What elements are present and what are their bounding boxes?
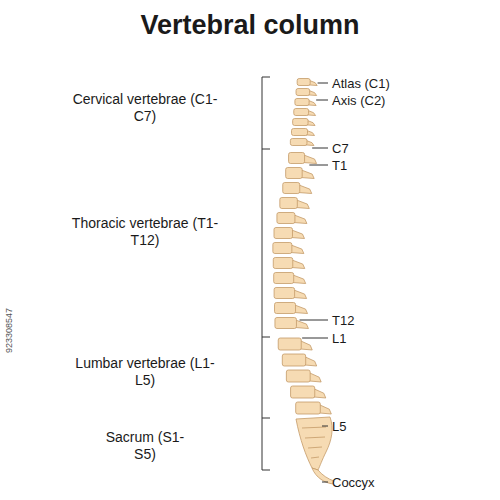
vertebral-body xyxy=(278,338,301,350)
vertebra-label: T12 xyxy=(332,313,354,328)
region-label: Sacrum (S1-S5) xyxy=(105,429,185,464)
region-label: Lumbar vertebrae (L1-L5) xyxy=(70,355,220,390)
bracket-tick xyxy=(262,418,270,419)
vertebra-label: Atlas (C1) xyxy=(332,76,390,91)
sacral-foramina xyxy=(302,427,326,458)
vertebral-body xyxy=(296,89,310,96)
vertebral-body xyxy=(286,370,310,382)
leader-line xyxy=(322,426,328,427)
leader-line xyxy=(318,83,328,84)
bracket-tick xyxy=(262,337,270,338)
vertebral-body xyxy=(274,273,294,284)
bracket-tick xyxy=(262,77,270,78)
vertebral-body xyxy=(277,213,295,224)
vertebral-body xyxy=(296,402,321,414)
vertebral-body xyxy=(282,354,305,366)
region-label: Cervical vertebrae (C1-C7) xyxy=(70,91,220,126)
vertebral-body xyxy=(273,243,292,254)
vertebral-body xyxy=(286,168,303,179)
leader-line xyxy=(316,100,328,101)
bracket-tick xyxy=(262,149,270,150)
vertebra-label: L5 xyxy=(332,419,346,434)
region-label: Thoracic vertebrae (T1-T12) xyxy=(70,215,220,250)
coccyx-bone xyxy=(312,468,334,484)
vertebral-body xyxy=(274,228,293,239)
leader-line xyxy=(309,165,328,166)
vertebral-body xyxy=(297,79,310,86)
leader-lines xyxy=(300,83,328,482)
vertebra-label: C7 xyxy=(332,141,349,156)
leader-line xyxy=(312,148,328,149)
region-bracket xyxy=(262,77,270,470)
vertebra-label: T1 xyxy=(332,158,347,173)
vertebral-body xyxy=(275,318,297,329)
bracket-line xyxy=(262,77,263,470)
leader-line xyxy=(302,338,328,339)
watermark-number: 923308547 xyxy=(4,307,14,352)
spine-illustration xyxy=(273,79,334,485)
diagram-title: Vertebral column xyxy=(0,10,500,41)
vertebral-body xyxy=(274,288,295,299)
vertebral-body xyxy=(290,139,307,146)
vertebral-body xyxy=(289,153,305,164)
vertebral-body xyxy=(275,303,296,314)
vertebral-body xyxy=(291,386,315,398)
sacrum-bone xyxy=(296,417,332,470)
vertebral-body xyxy=(283,183,300,194)
vertebral-body xyxy=(295,99,309,106)
leader-line xyxy=(300,320,328,321)
vertebra-label: L1 xyxy=(332,331,346,346)
vertebral-body xyxy=(280,198,298,209)
vertebral-body xyxy=(292,129,308,136)
vertebra-label: Coccyx xyxy=(332,475,375,490)
bracket-tick xyxy=(262,470,270,471)
vertebral-body xyxy=(293,119,308,126)
vertebra-label: Axis (C2) xyxy=(332,93,385,108)
leader-line xyxy=(322,482,328,483)
vertebral-body xyxy=(273,258,293,269)
vertebral-body xyxy=(294,109,309,116)
